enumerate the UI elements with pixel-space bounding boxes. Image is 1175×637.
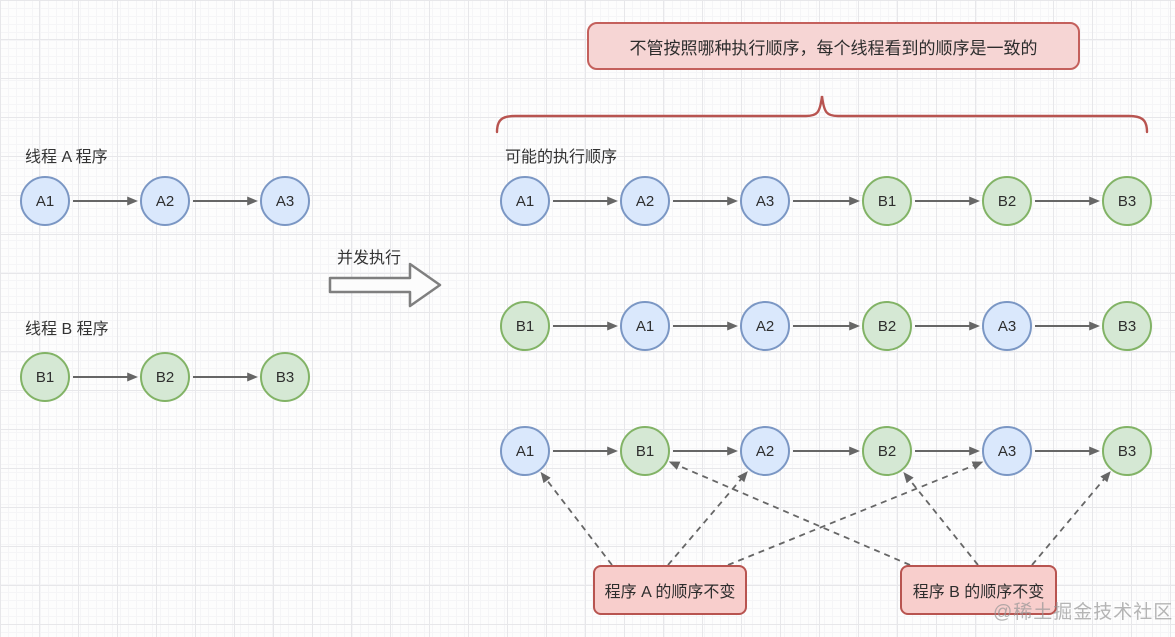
row1-node-1: A1 [500, 176, 550, 226]
row2-node-5: A3 [982, 301, 1032, 351]
program-b-order-note-text: 程序 B 的顺序不变 [912, 584, 1045, 601]
node-thread-b-1: B1 [20, 352, 70, 402]
row3-node-3: A2 [740, 426, 790, 476]
row2-node-4: B2 [862, 301, 912, 351]
row2-node-3: A2 [740, 301, 790, 351]
row3-node-5: A3 [982, 426, 1032, 476]
row1-node-4: B1 [862, 176, 912, 226]
row3-node-4: B2 [862, 426, 912, 476]
thread-a-label: 线程 A 程序 [25, 149, 108, 166]
consistency-annotation-box: 不管按照哪种执行顺序，每个线程看到的顺序是一致的 [587, 22, 1080, 70]
row1-node-3: A3 [740, 176, 790, 226]
row3-node-6: B3 [1102, 426, 1152, 476]
row3-node-1: A1 [500, 426, 550, 476]
thread-b-label: 线程 B 程序 [25, 321, 109, 338]
consistency-annotation-text: 不管按照哪种执行顺序，每个线程看到的顺序是一致的 [629, 38, 1038, 58]
program-a-constraint-arrows [540, 461, 984, 566]
row2-node-6: B3 [1102, 301, 1152, 351]
watermark: @稀土掘金技术社区 [993, 602, 1174, 623]
node-thread-b-2: B2 [140, 352, 190, 402]
node-thread-a-1: A1 [20, 176, 70, 226]
row1-node-5: B2 [982, 176, 1032, 226]
program-b-order-note: 程序 B 的顺序不变 [900, 565, 1057, 615]
concurrent-execution-label: 并发执行 [337, 250, 402, 267]
row3-node-2: B1 [620, 426, 670, 476]
row2-node-1: B1 [500, 301, 550, 351]
row2-node-2: A1 [620, 301, 670, 351]
node-thread-a-2: A2 [140, 176, 190, 226]
node-thread-b-3: B3 [260, 352, 310, 402]
program-a-order-note-text: 程序 A 的顺序不变 [604, 584, 736, 601]
program-b-constraint-arrows [668, 461, 1111, 566]
brace [495, 95, 1149, 134]
possible-orders-title: 可能的执行顺序 [505, 149, 618, 166]
row1-node-2: A2 [620, 176, 670, 226]
node-thread-a-3: A3 [260, 176, 310, 226]
row1-node-6: B3 [1102, 176, 1152, 226]
program-a-order-note: 程序 A 的顺序不变 [593, 565, 747, 615]
concurrent-block-arrow [328, 262, 442, 308]
